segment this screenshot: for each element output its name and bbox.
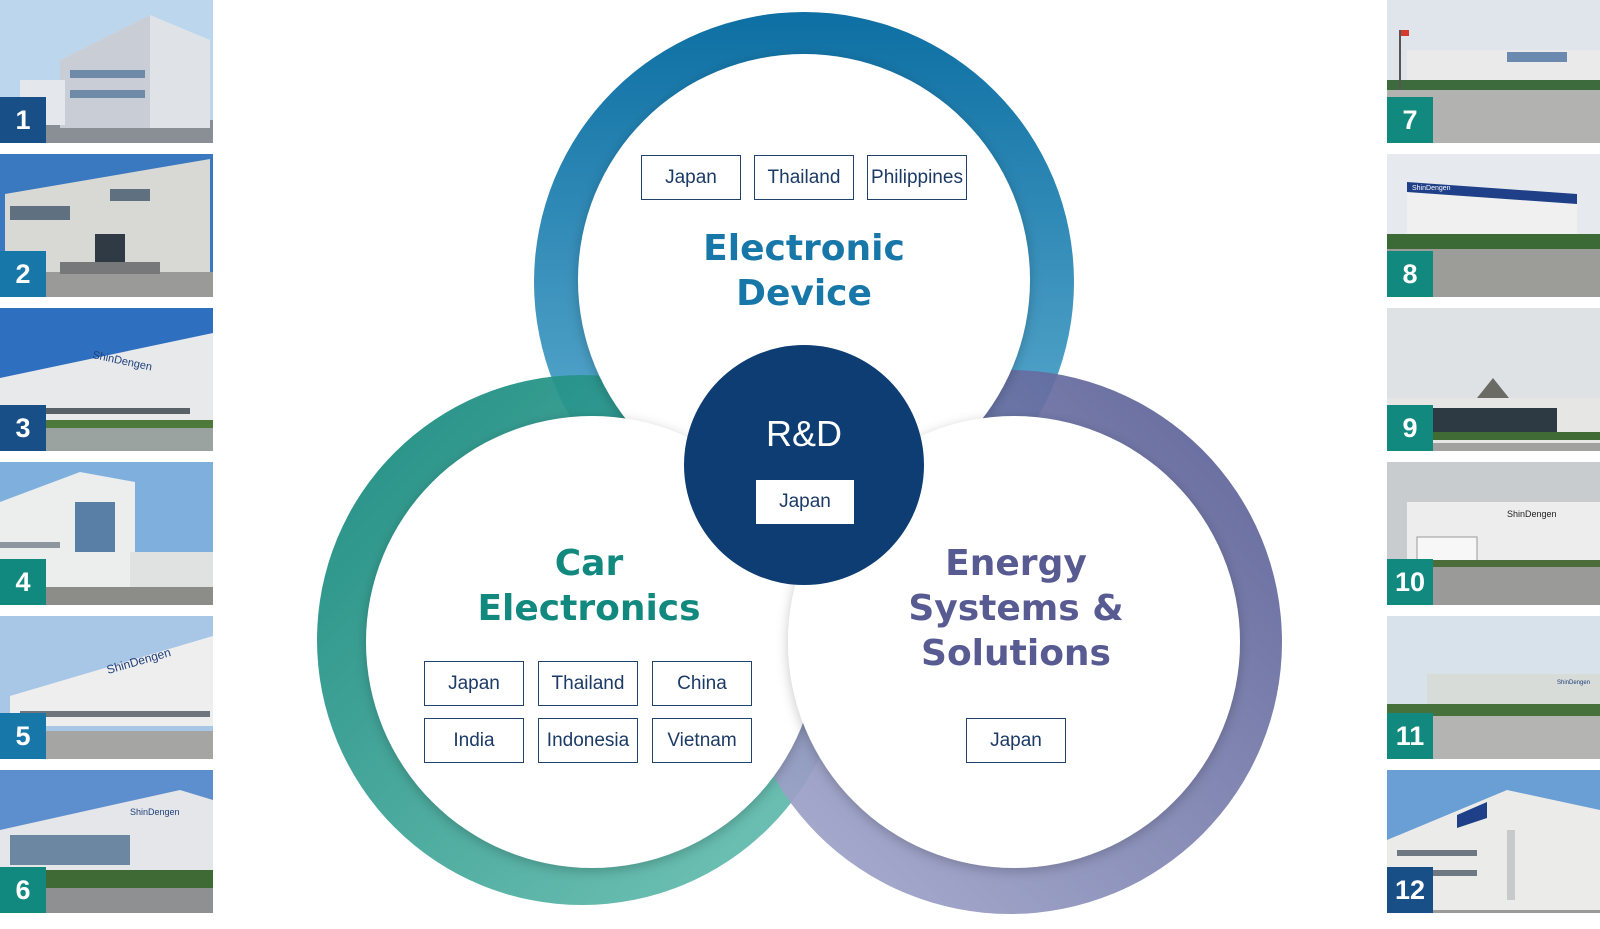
rd-circle: [684, 345, 924, 585]
car-location-vietnam: Vietnam: [652, 718, 752, 763]
factory-photo-9: 9: [1387, 308, 1600, 451]
photo-number-badge: 8: [1387, 251, 1433, 297]
car-electronics-title: Car Electronics: [439, 541, 739, 631]
car-electronics-title-line2: Electronics: [477, 588, 701, 629]
photo-number-badge: 12: [1387, 867, 1433, 913]
factory-photo-4: 4: [0, 462, 213, 605]
factory-photo-2: 2: [0, 154, 213, 297]
factory-photo-11: ShinDengen 11: [1387, 616, 1600, 759]
electronic-location-thailand: Thailand: [754, 155, 854, 200]
photo-number-badge: 9: [1387, 405, 1433, 451]
factory-photo-6: ShinDengen 6: [0, 770, 213, 913]
svg-text:ShinDengen: ShinDengen: [1412, 185, 1451, 192]
car-location-china: China: [652, 661, 752, 706]
energy-systems-title-line3: Solutions: [921, 633, 1111, 674]
rd-location-japan: Japan: [756, 480, 854, 524]
photo-number-badge: 10: [1387, 559, 1433, 605]
photo-number-badge: 3: [0, 405, 46, 451]
factory-photo-3: ShinDengen 3: [0, 308, 213, 451]
factory-photo-7: 7: [1387, 0, 1600, 143]
factory-photo-1: 1: [0, 0, 213, 143]
electronic-location-japan: Japan: [641, 155, 741, 200]
car-location-japan: Japan: [424, 661, 524, 706]
photo-number-badge: 5: [0, 713, 46, 759]
car-location-thailand: Thailand: [538, 661, 638, 706]
photo-number-badge: 4: [0, 559, 46, 605]
photo-number-badge: 2: [0, 251, 46, 297]
car-location-india: India: [424, 718, 524, 763]
factory-photo-12: 12: [1387, 770, 1600, 913]
factory-photo-5: ShinDengen 5: [0, 616, 213, 759]
electronic-device-title-line1: Electronic: [703, 228, 905, 269]
energy-location-japan: Japan: [966, 718, 1066, 763]
energy-systems-title-line2: Systems &: [908, 588, 1124, 629]
energy-systems-title: Energy Systems & Solutions: [866, 541, 1166, 676]
photo-number-badge: 11: [1387, 713, 1433, 759]
rd-title: R&D: [765, 413, 842, 454]
photo-number-badge: 7: [1387, 97, 1433, 143]
svg-text:ShinDengen: ShinDengen: [1507, 509, 1557, 519]
factory-photo-10: ShinDengen 10: [1387, 462, 1600, 605]
energy-systems-title-line1: Energy: [945, 543, 1087, 584]
car-location-indonesia: Indonesia: [538, 718, 638, 763]
svg-text:ShinDengen: ShinDengen: [130, 807, 180, 817]
car-electronics-title-line1: Car: [554, 543, 624, 584]
electronic-device-title-line2: Device: [736, 273, 872, 314]
factory-photo-8: ShinDengen 8: [1387, 154, 1600, 297]
electronic-location-philippines: Philippines: [867, 155, 967, 200]
electronic-device-title: Electronic Device: [654, 226, 954, 316]
svg-text:ShinDengen: ShinDengen: [1557, 680, 1590, 686]
photo-number-badge: 6: [0, 867, 46, 913]
photo-number-badge: 1: [0, 97, 46, 143]
